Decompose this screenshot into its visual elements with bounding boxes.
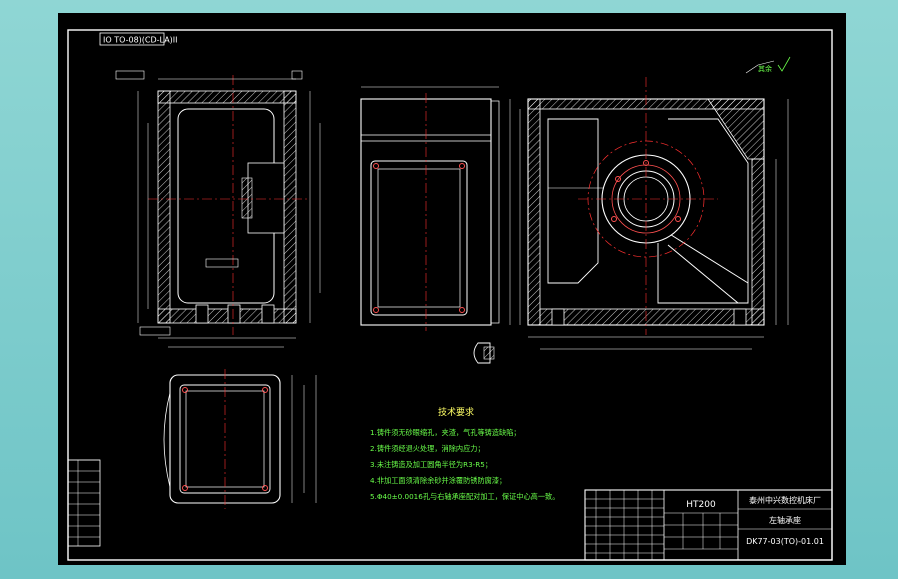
revision-column (67, 459, 101, 547)
requirement-line-5: 5.Φ40±0.0016孔与右轴承座配对加工，保证中心高一致。 (370, 492, 559, 501)
roughness-note-text: 其余 (758, 64, 772, 73)
roughness-symbol-icon (777, 56, 791, 72)
requirement-line-1: 1.铸件须无砂眼缩孔，夹渣，气孔等铸造缺陷； (370, 428, 521, 437)
requirement-line-3: 3.未注铸造及加工圆角半径为R3-R5； (370, 460, 492, 469)
technical-requirements: 技术要求 1.铸件须无砂眼缩孔，夹渣，气孔等铸造缺陷； 2.铸件须经退火处理，消… (370, 406, 559, 501)
front-section-view (115, 70, 321, 348)
cad-drawing: IO TO-08)(CD-LA)II (67, 29, 833, 561)
title-block: HT200 泰州中兴数控机床厂 左轴承座 DK77-03(TO)-01.01 (584, 489, 833, 561)
drawing-number: DK77-03(TO)-01.01 (746, 537, 824, 546)
bottom-view (163, 369, 317, 509)
detail-view (473, 342, 495, 364)
requirement-line-2: 2.铸件须经退火处理，消除内应力； (370, 444, 485, 453)
drawing-sheet: IO TO-08)(CD-LA)II (58, 13, 846, 565)
requirement-line-4: 4.非加工面须清除余砂并涂覆防锈防腐漆； (370, 476, 506, 485)
drawing-code-text: IO TO-08)(CD-LA)II (103, 36, 178, 45)
requirements-title: 技术要求 (438, 406, 474, 418)
company-name: 泰州中兴数控机床厂 (749, 495, 821, 505)
roughness-note: 其余 (758, 56, 791, 73)
drawing-code-box: IO TO-08)(CD-LA)II (99, 32, 178, 46)
side-view (360, 86, 511, 331)
material-cell: HT200 (686, 500, 716, 510)
part-name: 左轴承座 (769, 515, 801, 525)
drawing-frame (67, 29, 833, 561)
end-view (519, 60, 789, 350)
